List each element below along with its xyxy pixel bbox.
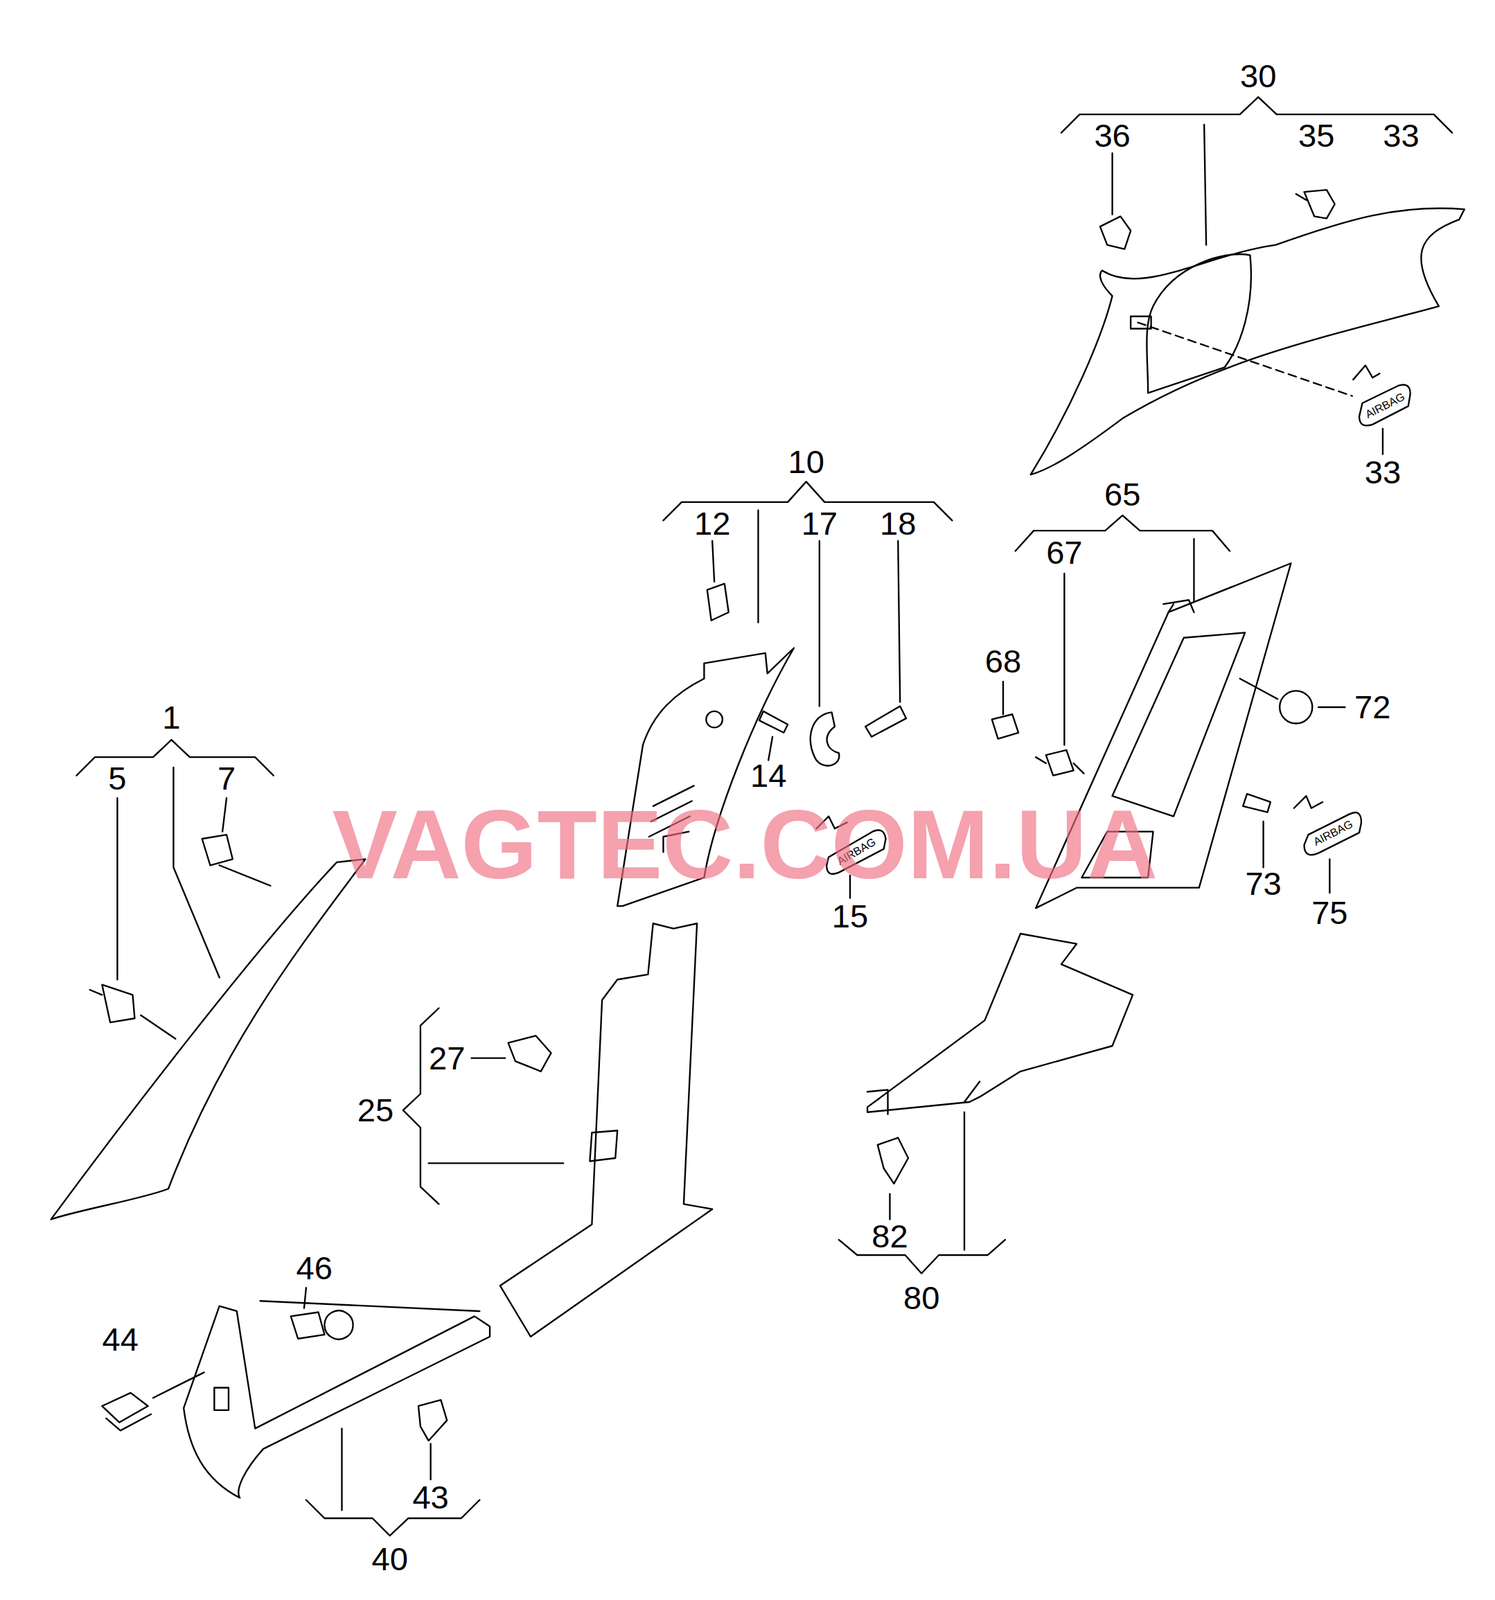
watermark: VAGTEC.COM.UA [332, 795, 1158, 894]
callout-number: 68 [985, 644, 1022, 678]
callout-number: 1 [162, 701, 181, 734]
callout-number: 7 [217, 762, 236, 795]
callout-number: 33 [1382, 119, 1419, 152]
callout-number: 12 [694, 507, 731, 540]
callout-number: 35 [1298, 119, 1335, 152]
callout-number: 33 [1364, 455, 1401, 489]
airbag-text: AIRBAG [1311, 818, 1355, 848]
callout-number: 80 [903, 1281, 940, 1315]
a-pillar [51, 798, 366, 1220]
callout-number: 43 [412, 1481, 449, 1515]
callout-number: 72 [1354, 690, 1391, 724]
callout-number: 82 [871, 1220, 908, 1254]
callout-number: 46 [295, 1251, 332, 1285]
callout-number: 36 [1093, 119, 1130, 152]
callout-number: 14 [750, 759, 787, 792]
airbag-text: AIRBAG [834, 835, 878, 867]
callout-number: 73 [1244, 867, 1281, 900]
c-pillar [992, 563, 1362, 909]
callout-number: 40 [371, 1542, 408, 1576]
callout-number: 15 [832, 899, 869, 933]
callout-number: 5 [108, 762, 127, 795]
sill-trim [101, 1287, 490, 1498]
callout-number: 25 [357, 1093, 394, 1127]
lower-b-pillar [471, 923, 713, 1338]
callout-number: 18 [879, 507, 916, 540]
rear-sill-trim [867, 933, 1133, 1220]
rear-trim [1030, 153, 1465, 475]
airbag-text: AIRBAG [1363, 390, 1407, 420]
callout-number: 10 [787, 446, 824, 479]
callout-number: 67 [1046, 536, 1083, 570]
callout-number: 44 [102, 1323, 139, 1357]
upper-b-pillar [617, 541, 907, 907]
callout-number: 27 [428, 1041, 465, 1075]
callout-number: 75 [1311, 897, 1348, 930]
callout-number: 65 [1104, 478, 1141, 512]
callout-number: 30 [1240, 60, 1277, 93]
callout-number: 17 [801, 507, 838, 540]
group-brackets [76, 96, 1453, 1536]
